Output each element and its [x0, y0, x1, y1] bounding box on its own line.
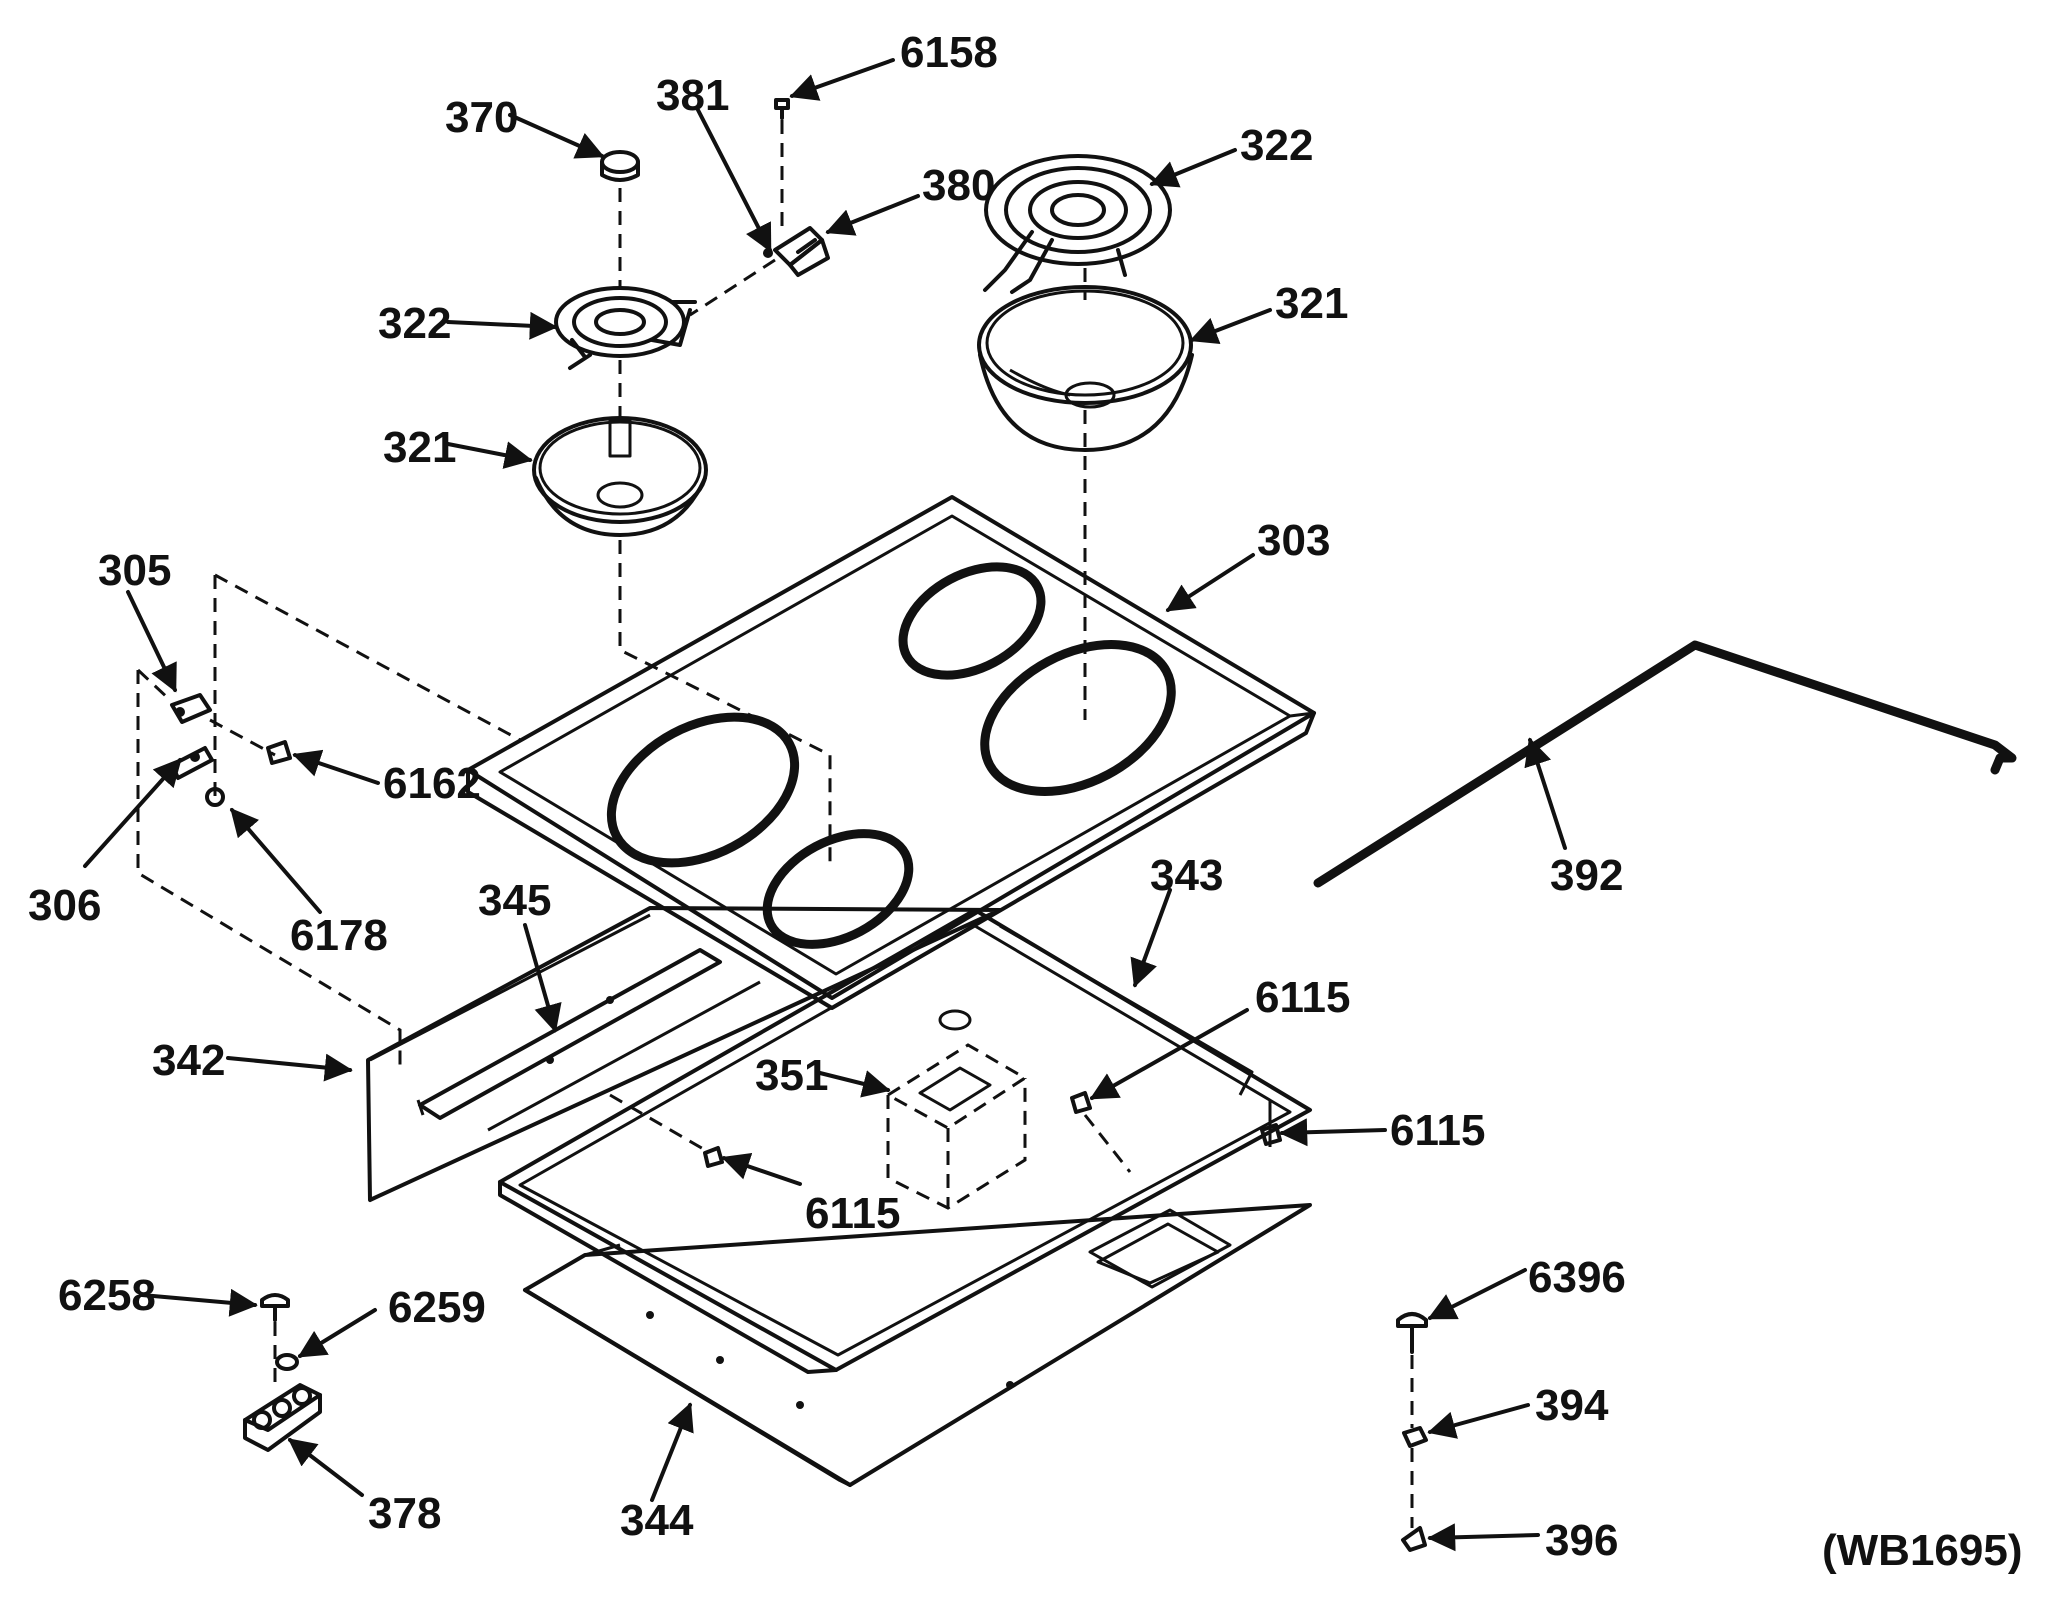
label-6258: 6258: [58, 1271, 156, 1320]
label-322-small: 322: [378, 299, 451, 348]
cooktop-303: [466, 495, 1316, 1010]
label-306: 306: [28, 881, 101, 930]
lower-box-343: [498, 908, 1312, 1374]
screw-6115-mid: [1070, 1091, 1092, 1114]
label-321-large: 321: [1275, 279, 1348, 328]
label-394: 394: [1535, 1381, 1609, 1430]
washer-6259: [275, 1353, 299, 1371]
diagram-code: (WB1695): [1822, 1526, 2023, 1575]
large-element-322: [983, 154, 1172, 294]
bottom-panel-344: [523, 1203, 1312, 1487]
clip-396: [1401, 1526, 1427, 1552]
label-305: 305: [98, 546, 171, 595]
label-303: 303: [1257, 516, 1330, 565]
label-381: 381: [656, 71, 729, 120]
large-drip-bowl-321: [977, 285, 1194, 452]
screw-6178: [205, 787, 225, 807]
knob-370: [600, 150, 640, 182]
label-6396: 6396: [1528, 1253, 1626, 1302]
side-trim-392: [1313, 640, 2017, 888]
nut-394: [1402, 1426, 1428, 1448]
label-321-small: 321: [383, 423, 456, 472]
screw-6115-left: [703, 1146, 724, 1168]
label-396: 396: [1545, 1516, 1618, 1565]
label-380: 380: [922, 161, 995, 210]
label-6162: 6162: [383, 759, 481, 808]
control-box-351: [885, 1009, 1028, 1210]
label-6115-right: 6115: [1390, 1106, 1485, 1155]
label-342: 342: [152, 1036, 225, 1085]
screw-6258: [260, 1293, 290, 1322]
label-6115-left: 6115: [805, 1189, 900, 1238]
label-351: 351: [755, 1051, 828, 1100]
label-322-large: 322: [1240, 121, 1313, 170]
label-6178: 6178: [290, 911, 388, 960]
label-378: 378: [368, 1489, 441, 1538]
label-6158: 6158: [900, 28, 998, 77]
terminal-block-378: [243, 1383, 322, 1452]
label-343: 343: [1150, 851, 1223, 900]
label-6115-mid: 6115: [1255, 973, 1350, 1022]
label-345: 345: [478, 876, 551, 925]
label-344: 344: [620, 1496, 694, 1545]
small-element-322: [554, 286, 697, 370]
label-392: 392: [1550, 851, 1623, 900]
leader-lines: [83, 58, 1567, 1552]
screw-6158: [774, 98, 790, 120]
switch-380: [763, 226, 830, 277]
part-labels: 370 381 6158 380 322 322 321 321 303 305…: [28, 28, 2023, 1575]
small-drip-bowl-321: [532, 416, 708, 537]
label-6259: 6259: [388, 1283, 486, 1332]
bracket-305-306: [170, 693, 214, 780]
label-370: 370: [445, 93, 518, 142]
screw-6162: [266, 740, 292, 765]
screw-6396: [1396, 1312, 1428, 1354]
front-panel-342: [366, 906, 1002, 1202]
